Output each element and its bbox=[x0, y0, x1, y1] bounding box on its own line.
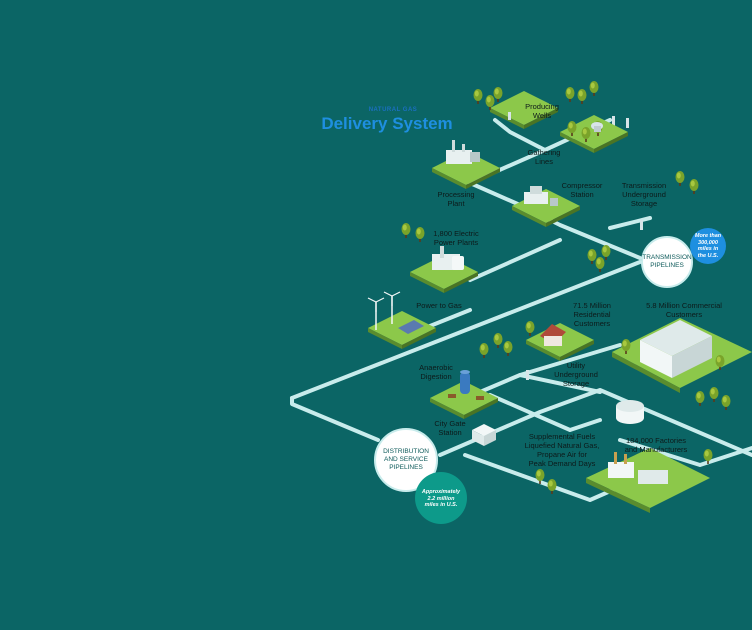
label-electric-power-plants: 1,800 Electric Power Plants bbox=[433, 229, 479, 247]
label-factories: 184,000 Factories and Manufacturers bbox=[624, 436, 688, 454]
label-transmission-storage: Transmission Underground Storage bbox=[621, 181, 667, 208]
label-gathering-lines: Gathering Lines bbox=[527, 148, 561, 166]
processing-plant-tile bbox=[432, 140, 500, 189]
residential-tile bbox=[479, 321, 594, 361]
distribution-circle-label: DISTRIBUTION AND SERVICE PIPELINES bbox=[383, 448, 429, 471]
transmission-circle bbox=[641, 228, 726, 288]
electric-pipe bbox=[468, 238, 562, 282]
label-power-to-gas: Power to Gas bbox=[416, 301, 462, 310]
label-commercial-customers: 5.8 Million Commercial Customers bbox=[646, 301, 722, 319]
distribution-branch bbox=[488, 393, 602, 432]
storage-trees bbox=[640, 171, 699, 230]
gathering-tile bbox=[560, 115, 628, 153]
transmission-circle-label: TRANSMISSION PIPELINES bbox=[642, 254, 692, 269]
west-drop-pipe bbox=[290, 396, 380, 442]
city-gate bbox=[472, 424, 496, 446]
distribution-badge-label: Approximately 2.2 million miles in U.S. bbox=[421, 489, 461, 508]
producing-wells-tile bbox=[473, 81, 629, 129]
label-city-gate-station: City Gate Station bbox=[434, 419, 466, 437]
diagram-title: Delivery System bbox=[321, 114, 453, 133]
label-processing-plant: Processing Plant bbox=[437, 190, 475, 208]
distribution-link bbox=[518, 343, 622, 377]
commercial-tile bbox=[612, 318, 752, 393]
storage-pipe bbox=[608, 216, 652, 230]
factories-tile bbox=[535, 448, 713, 513]
label-producing-wells: Producing Wells bbox=[525, 102, 559, 120]
well-pipe-1 bbox=[493, 118, 547, 152]
label-utility-storage: Utility Underground Storage bbox=[554, 361, 598, 388]
factory-pipe bbox=[618, 438, 752, 467]
transmission-badge-label: More than 300,000 miles in the U.S. bbox=[694, 233, 722, 259]
label-residential-customers: 71.5 Million Residential Customers bbox=[573, 301, 611, 328]
electric-plant-tile bbox=[401, 223, 611, 293]
distribution-circle bbox=[374, 428, 467, 524]
label-anaerobic-digestion: Anaerobic Digestion bbox=[419, 363, 453, 381]
power-to-gas-tile bbox=[367, 291, 436, 349]
anaerobic-tile bbox=[430, 370, 498, 419]
long-diagonal-pipe bbox=[290, 260, 642, 400]
compressor-station-tile bbox=[512, 186, 580, 227]
diagram-subtitle: NATURAL GAS bbox=[368, 107, 418, 113]
label-compressor-station: Compressor Station bbox=[561, 181, 603, 199]
utility-storage bbox=[526, 370, 731, 424]
label-supplemental-fuels: Supplemental Fuels Liquefied Natural Gas… bbox=[524, 432, 600, 468]
